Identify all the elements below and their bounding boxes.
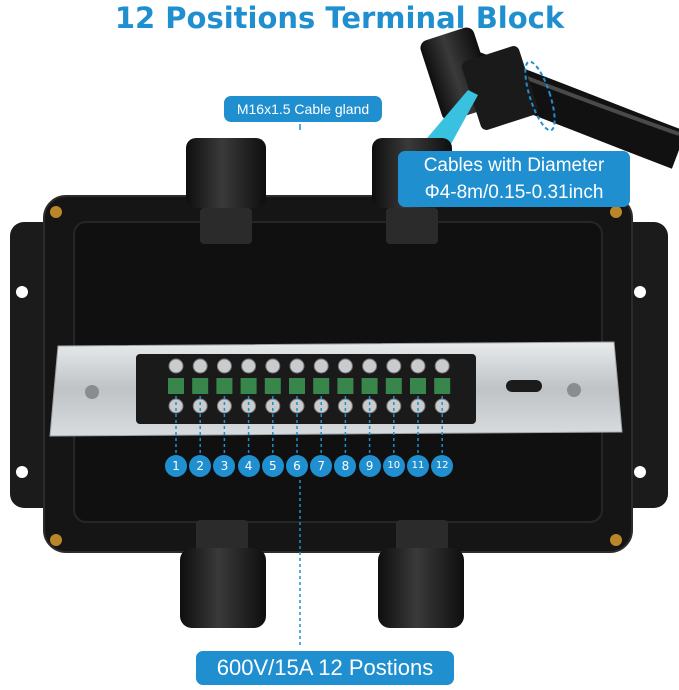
position-badge-7: 7 xyxy=(310,455,333,477)
position-badge-3: 3 xyxy=(213,455,236,477)
cable-diameter-line-1: Cables with Diameter xyxy=(423,155,605,176)
terminal-block xyxy=(136,354,476,424)
terminal-3 xyxy=(216,358,233,414)
terminal-10 xyxy=(385,358,402,414)
cable-gland-label: M16x1.5 Cable gland xyxy=(224,96,382,122)
cable-diameter-line-2: Φ4-8m/0.15-0.31inch xyxy=(424,182,604,203)
terminal-5 xyxy=(264,358,281,414)
position-badge-12: 12 xyxy=(431,455,454,477)
page-title: 12 Positions Terminal Block xyxy=(114,1,565,35)
detached-cable-gland xyxy=(420,27,556,132)
position-badge-4: 4 xyxy=(237,455,260,477)
terminal-4 xyxy=(240,358,257,414)
position-badge-5: 5 xyxy=(261,455,284,477)
cable-diameter-label: Cables with Diameter Φ4-8m/0.15-0.31inch xyxy=(398,151,630,207)
rating-label: 600V/15A 12 Postions xyxy=(196,651,454,685)
position-badge-1: 1 xyxy=(165,455,187,477)
bottom-cable-gland-right xyxy=(378,520,464,628)
top-cable-gland-left xyxy=(186,138,266,244)
terminal-11 xyxy=(410,358,426,414)
corner-screws xyxy=(50,206,622,546)
position-badge-10: 10 xyxy=(382,455,405,477)
position-badge-6: 6 xyxy=(286,455,308,477)
bottom-cable-gland-left xyxy=(180,520,266,628)
position-badge-2: 2 xyxy=(189,455,212,477)
terminal-2 xyxy=(192,358,209,414)
position-leader-lines xyxy=(175,396,443,454)
position-badge-9: 9 xyxy=(358,455,381,477)
terminal-9 xyxy=(361,358,378,414)
mounting-holes xyxy=(16,286,646,478)
terminal-8 xyxy=(337,358,354,414)
terminal-7 xyxy=(313,358,330,414)
position-badge-8: 8 xyxy=(334,455,357,477)
terminal-6 xyxy=(289,358,305,414)
position-badge-11: 11 xyxy=(407,455,429,477)
